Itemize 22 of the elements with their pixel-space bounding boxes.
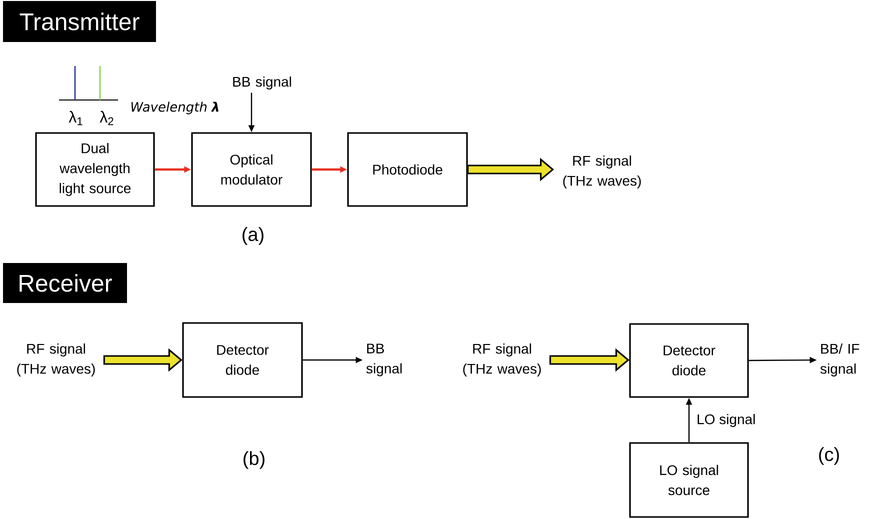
edge-label: LO signal [698, 414, 755, 428]
fat-arrow [103, 348, 182, 372]
signal-label: BB/ IF signal [820, 343, 860, 377]
fat-arrow [549, 348, 630, 372]
panel-label: (b) [244, 451, 264, 469]
axis-label: Wavelength λ [131, 102, 218, 114]
signal-label: RF signal (THz waves) [463, 343, 541, 377]
panel-label: (c) [819, 447, 839, 465]
section-header: Receiver [3, 263, 127, 303]
process-box: Detector diode [182, 322, 303, 398]
panel-label: (a) [242, 227, 264, 245]
process-box: Dual wavelength light source [35, 132, 155, 207]
fat-arrow [467, 158, 554, 182]
process-box: LO signal source [629, 442, 749, 518]
section-header: Transmitter [3, 1, 156, 42]
signal-label: RF signal (THz waves) [17, 343, 95, 377]
process-box: Detector diode [629, 323, 749, 398]
process-box: Optical modulator [191, 132, 312, 207]
signal-label: BB signal [366, 344, 402, 376]
process-box: Photodiode [347, 132, 468, 207]
signal-label: BB signal [233, 76, 292, 90]
signal-label: RF signal (THz waves) [563, 155, 641, 189]
